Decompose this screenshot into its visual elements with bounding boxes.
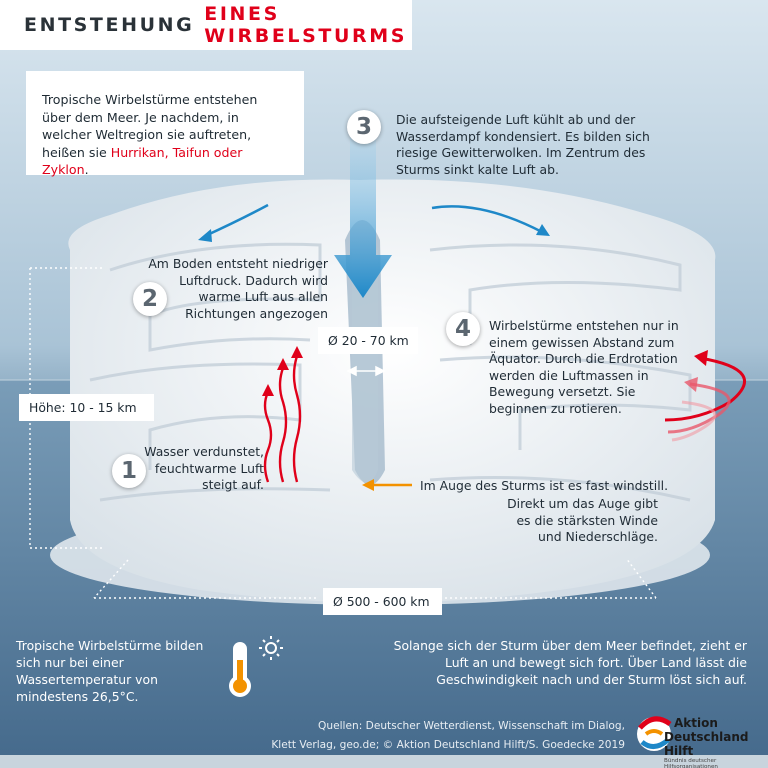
step-2-badge: 2: [133, 282, 167, 316]
logo-mark: [637, 716, 672, 751]
outflow-arrow-right: [431, 205, 543, 234]
intro-text: Tropische Wirbelstürme entstehen über de…: [42, 92, 258, 160]
downdraft-arrow: [334, 110, 392, 298]
logo: Aktion Deutschland Hilft Bündnis deutsch…: [664, 716, 768, 768]
eye-pointer-arrow: [362, 479, 412, 491]
eye-width-arrow: [346, 365, 386, 377]
height-label: Höhe: 10 - 15 km: [19, 394, 154, 421]
storm-cloud: [50, 179, 716, 605]
rotation-arrows: [664, 356, 746, 442]
step-2-text: Am Boden entsteht niedriger Luftdruck. D…: [148, 256, 328, 321]
sources-line-1: Quellen: Deutscher Wetterdienst, Wissens…: [318, 720, 625, 732]
page-title: ENTSTEHUNG EINES WIRBELSTURMS: [0, 0, 412, 50]
sun-icon: [259, 636, 283, 660]
bottom-right-text: Solange sich der Sturm über dem Meer bef…: [393, 638, 747, 687]
outflow-arrow-left: [204, 203, 269, 238]
eye-calm-text: Im Auge des Sturms ist es fast windstill…: [420, 478, 669, 493]
step-4-text: Wirbelstürme entstehen nur in einem gewi…: [489, 318, 679, 416]
logo-line-2: Deutschland Hilft: [664, 730, 749, 758]
storm-diameter-label: Ø 500 - 600 km: [323, 588, 442, 615]
step-1-text: Wasser verdunstet, feuchtwarme Luft stei…: [144, 444, 264, 492]
intro-highlight: Hurrikan, Taifun oder Zyklon: [42, 144, 243, 178]
eye-winds-text: Direkt um das Auge gibt es die stärksten…: [507, 496, 658, 544]
bottom-left-text: Tropische Wirbelstürme bilden sich nur b…: [16, 638, 204, 704]
sources-line-2: Klett Verlag, geo.de; © Aktion Deutschla…: [271, 739, 625, 751]
sources-text: Quellen: Deutscher Wetterdienst, Wissens…: [270, 717, 625, 755]
step-3-badge: 3: [347, 110, 381, 144]
intro-box: Tropische Wirbelstürme entstehen über de…: [26, 71, 304, 178]
logo-line-3: Bündnis deutscher Hilfsorganisationen: [664, 758, 718, 768]
step-3-text: Die aufsteigende Luft kühlt ab und der W…: [396, 112, 650, 177]
title-part-2: EINES WIRBELSTURMS: [204, 3, 408, 47]
rising-air-arrows: [263, 355, 302, 483]
eye-diameter-label: Ø 20 - 70 km: [318, 327, 418, 354]
step-1-badge: 1: [112, 454, 146, 488]
title-part-1: ENTSTEHUNG: [24, 14, 195, 36]
step-4-badge: 4: [446, 312, 480, 346]
thermometer-icon: [229, 642, 251, 697]
intro-end: .: [84, 162, 89, 177]
logo-line-1: Aktion: [674, 716, 718, 730]
